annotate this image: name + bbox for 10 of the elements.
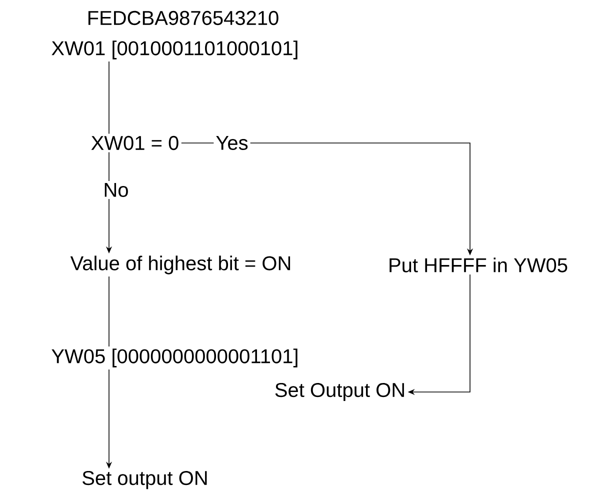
edge-label: No xyxy=(101,181,131,199)
step-text: XW01 [0010001101000101] xyxy=(52,40,298,60)
bit-index-header: FEDCBA9876543210 xyxy=(88,10,278,26)
step-text: XW01 = 0 xyxy=(91,136,178,150)
step-text: Set output ON xyxy=(82,470,207,490)
step-text: Put HFFFF in YW05 xyxy=(390,258,568,272)
step-text: Set Output ON xyxy=(275,382,404,402)
edge-label: Yes xyxy=(214,134,250,152)
step-text: Value of highest bit = ON xyxy=(70,256,290,274)
step-text: YW05 [0000000000001101] xyxy=(52,348,298,368)
